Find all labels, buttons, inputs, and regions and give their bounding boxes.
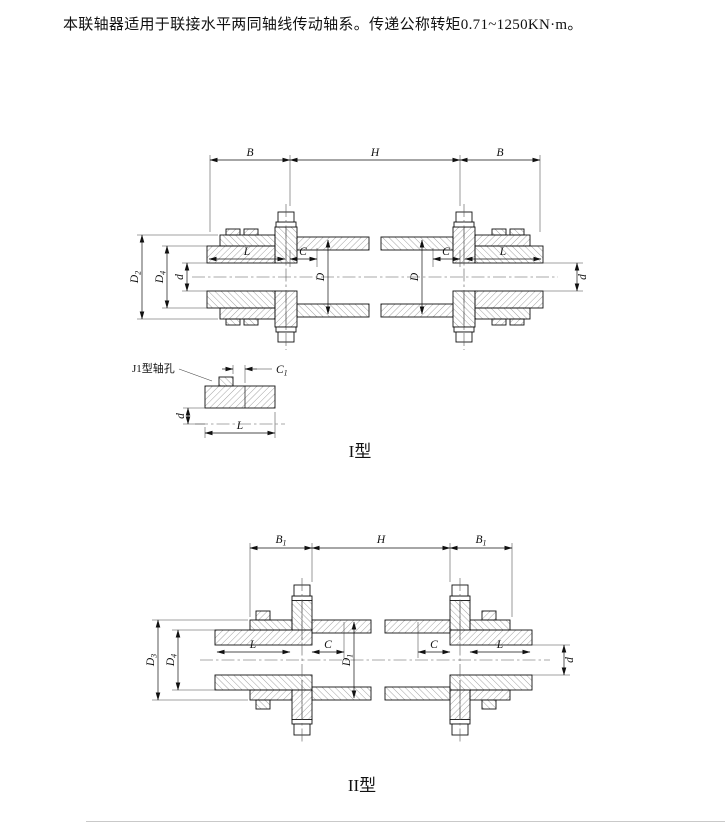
fig1-dim-label-D-left: D bbox=[315, 272, 327, 282]
fig1-dim-label-D4: D4 bbox=[154, 271, 168, 284]
fig1-dim-label-d-right: d bbox=[577, 274, 589, 280]
description-text: 本联轴器适用于联接水平两同轴线传动轴系。传递公称转矩0.71~1250KN·m。 bbox=[63, 17, 583, 33]
fig1-dimension-lines bbox=[137, 155, 583, 320]
fig2-dimension-lines bbox=[152, 543, 570, 701]
fig2-dim-label-B1-left: B1 bbox=[275, 534, 286, 548]
fig2-dim-label-C-right: C bbox=[430, 639, 438, 651]
fig1-dim-label-D2: D2 bbox=[129, 271, 143, 284]
page-edge-line bbox=[86, 821, 725, 822]
detail-boss bbox=[218, 376, 234, 387]
fig1-detail-label-C1: C1 bbox=[276, 364, 288, 378]
fig2-dim-label-C-left: C bbox=[324, 639, 332, 651]
fig1-dim-label-d-left: d bbox=[174, 274, 186, 280]
fig2-dim-label-L-right: L bbox=[496, 639, 503, 651]
fig1-detail-label-d: d bbox=[175, 413, 187, 419]
fig2-dim-label-d-right: d bbox=[564, 657, 576, 663]
fig1-detail-title: J1型轴孔 bbox=[132, 361, 175, 375]
fig2-dimension-labels: B1 H B1 D3 D4 d L C D1 C L bbox=[145, 534, 576, 667]
fig2-dim-label-B1-right: B1 bbox=[475, 534, 486, 548]
fig1-dimension-labels: B H B D2 D4 d d L C D D C L bbox=[129, 147, 589, 284]
fig1-dim-label-D-right: D bbox=[409, 272, 421, 282]
fig1-detail-label-L: L bbox=[236, 420, 243, 432]
fig2-caption: II型 bbox=[348, 776, 376, 795]
fig2-dim-label-D3: D3 bbox=[145, 654, 159, 667]
fig2-dim-label-H: H bbox=[376, 534, 386, 546]
fig2-centerlines bbox=[200, 578, 550, 744]
fig2-dim-label-D4: D4 bbox=[165, 654, 179, 667]
fig1-dim-label-H: H bbox=[370, 147, 380, 159]
fig1-dim-label-C-right: C bbox=[442, 246, 450, 258]
fig1-dim-label-L-left: L bbox=[243, 246, 250, 258]
fig1-dim-label-C-left: C bbox=[299, 246, 307, 258]
fig1-section-view bbox=[192, 204, 558, 350]
fig2-section-view bbox=[200, 578, 550, 744]
fig1-dim-label-B-left: B bbox=[246, 147, 253, 159]
fig2-dim-label-D1: D1 bbox=[341, 654, 355, 667]
fig2-dim-label-L-left: L bbox=[249, 639, 256, 651]
fig1-dim-label-L-right: L bbox=[499, 246, 506, 258]
fig1-dim-label-B-right: B bbox=[496, 147, 503, 159]
fig1-detail-drawing: J1型轴孔 C1 d L bbox=[132, 361, 288, 438]
fig1-centerlines bbox=[192, 204, 558, 350]
fig1-caption: I型 bbox=[349, 442, 372, 461]
detail-hub-section bbox=[204, 385, 276, 409]
